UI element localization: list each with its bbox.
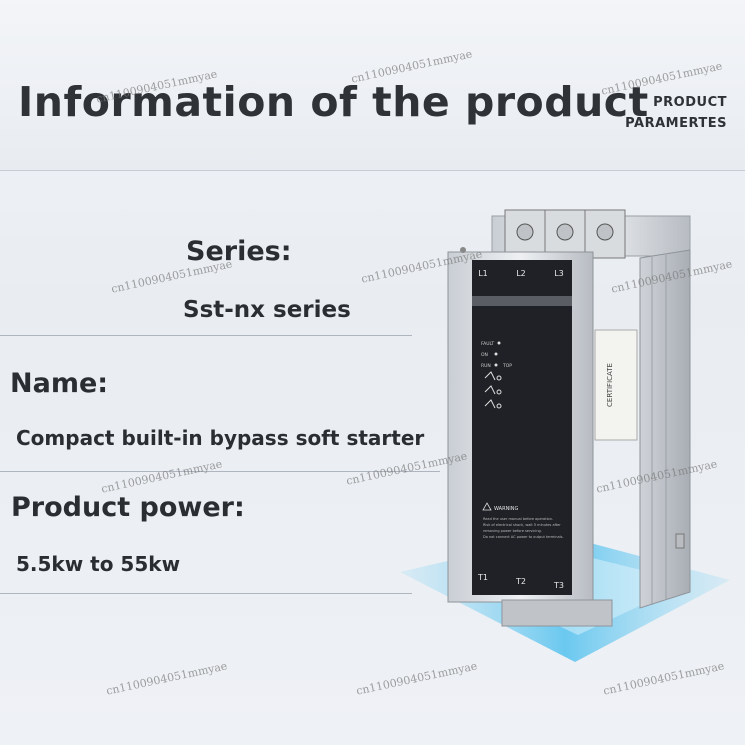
indicator-label: RUN (481, 363, 491, 369)
power-value: 5.5kw to 55kw (16, 552, 181, 576)
watermark: cn1100904051mmyae (99, 457, 224, 496)
page-title: Information of the product (18, 78, 649, 126)
bottom-bracket (501, 599, 613, 627)
divider (0, 471, 440, 472)
warning-block: WARNING Read the user manual before oper… (482, 502, 564, 539)
dial-icons (484, 371, 502, 409)
indicator-label: TOP (502, 363, 512, 369)
divider (0, 335, 412, 336)
series-value: Sst-nx series (183, 297, 351, 323)
page-subtitle: PRODUCT PARAMERTES (625, 92, 727, 134)
panel-stripe (472, 296, 572, 306)
soft-starter-image: CERTIFICATE L1 L2 L3 FAULT ON RUN TOP WA… (400, 209, 730, 662)
ground-screw (675, 533, 685, 549)
top-terminal-blocks (504, 209, 626, 259)
indicator-label: FAULT (481, 341, 494, 347)
terminal-label: L3 (554, 269, 564, 278)
watermark: cn1100904051mmyae (601, 659, 726, 698)
name-value: Compact built-in bypass soft starter (16, 426, 425, 450)
terminal-label: T2 (515, 577, 526, 586)
series-label: Series: (186, 236, 292, 267)
front-panel (472, 260, 572, 595)
watermark: cn1100904051mmyae (109, 257, 234, 296)
warning-title: WARNING (494, 506, 519, 512)
top-terminal-labels: L1 L2 L3 (478, 269, 564, 278)
right-fin-panel (639, 249, 691, 609)
warning-line: Do not connect AC power to output termin… (483, 535, 564, 539)
terminal-label: L2 (516, 269, 526, 278)
divider (0, 593, 412, 594)
warning-icon (482, 502, 492, 511)
mount-hole (460, 247, 466, 253)
indicator-leds: FAULT ON RUN TOP (481, 341, 512, 369)
terminal-label: T1 (477, 573, 488, 582)
warning-line: Read the user manual before operation. (483, 517, 553, 521)
side-label (594, 329, 638, 441)
warning-line: Risk of electrical shock, wait 5 minutes… (483, 523, 561, 527)
warning-line: removing power before servicing. (483, 529, 542, 533)
watermark: cn1100904051mmyae (104, 659, 229, 698)
terminal-label: T3 (553, 581, 564, 590)
power-label: Product power: (11, 492, 245, 523)
certificate-text: CERTIFICATE (606, 363, 614, 407)
watermark: cn1100904051mmyae (354, 659, 479, 698)
indicator-label: ON (481, 352, 488, 358)
header-band (0, 0, 745, 171)
terminal-label: L1 (478, 269, 488, 278)
name-label: Name: (10, 368, 109, 399)
subtitle-line-1: PRODUCT (653, 95, 727, 110)
bottom-terminal-labels: T1 T2 T3 (477, 573, 564, 590)
subtitle-line-2: PARAMERTES (625, 116, 727, 131)
